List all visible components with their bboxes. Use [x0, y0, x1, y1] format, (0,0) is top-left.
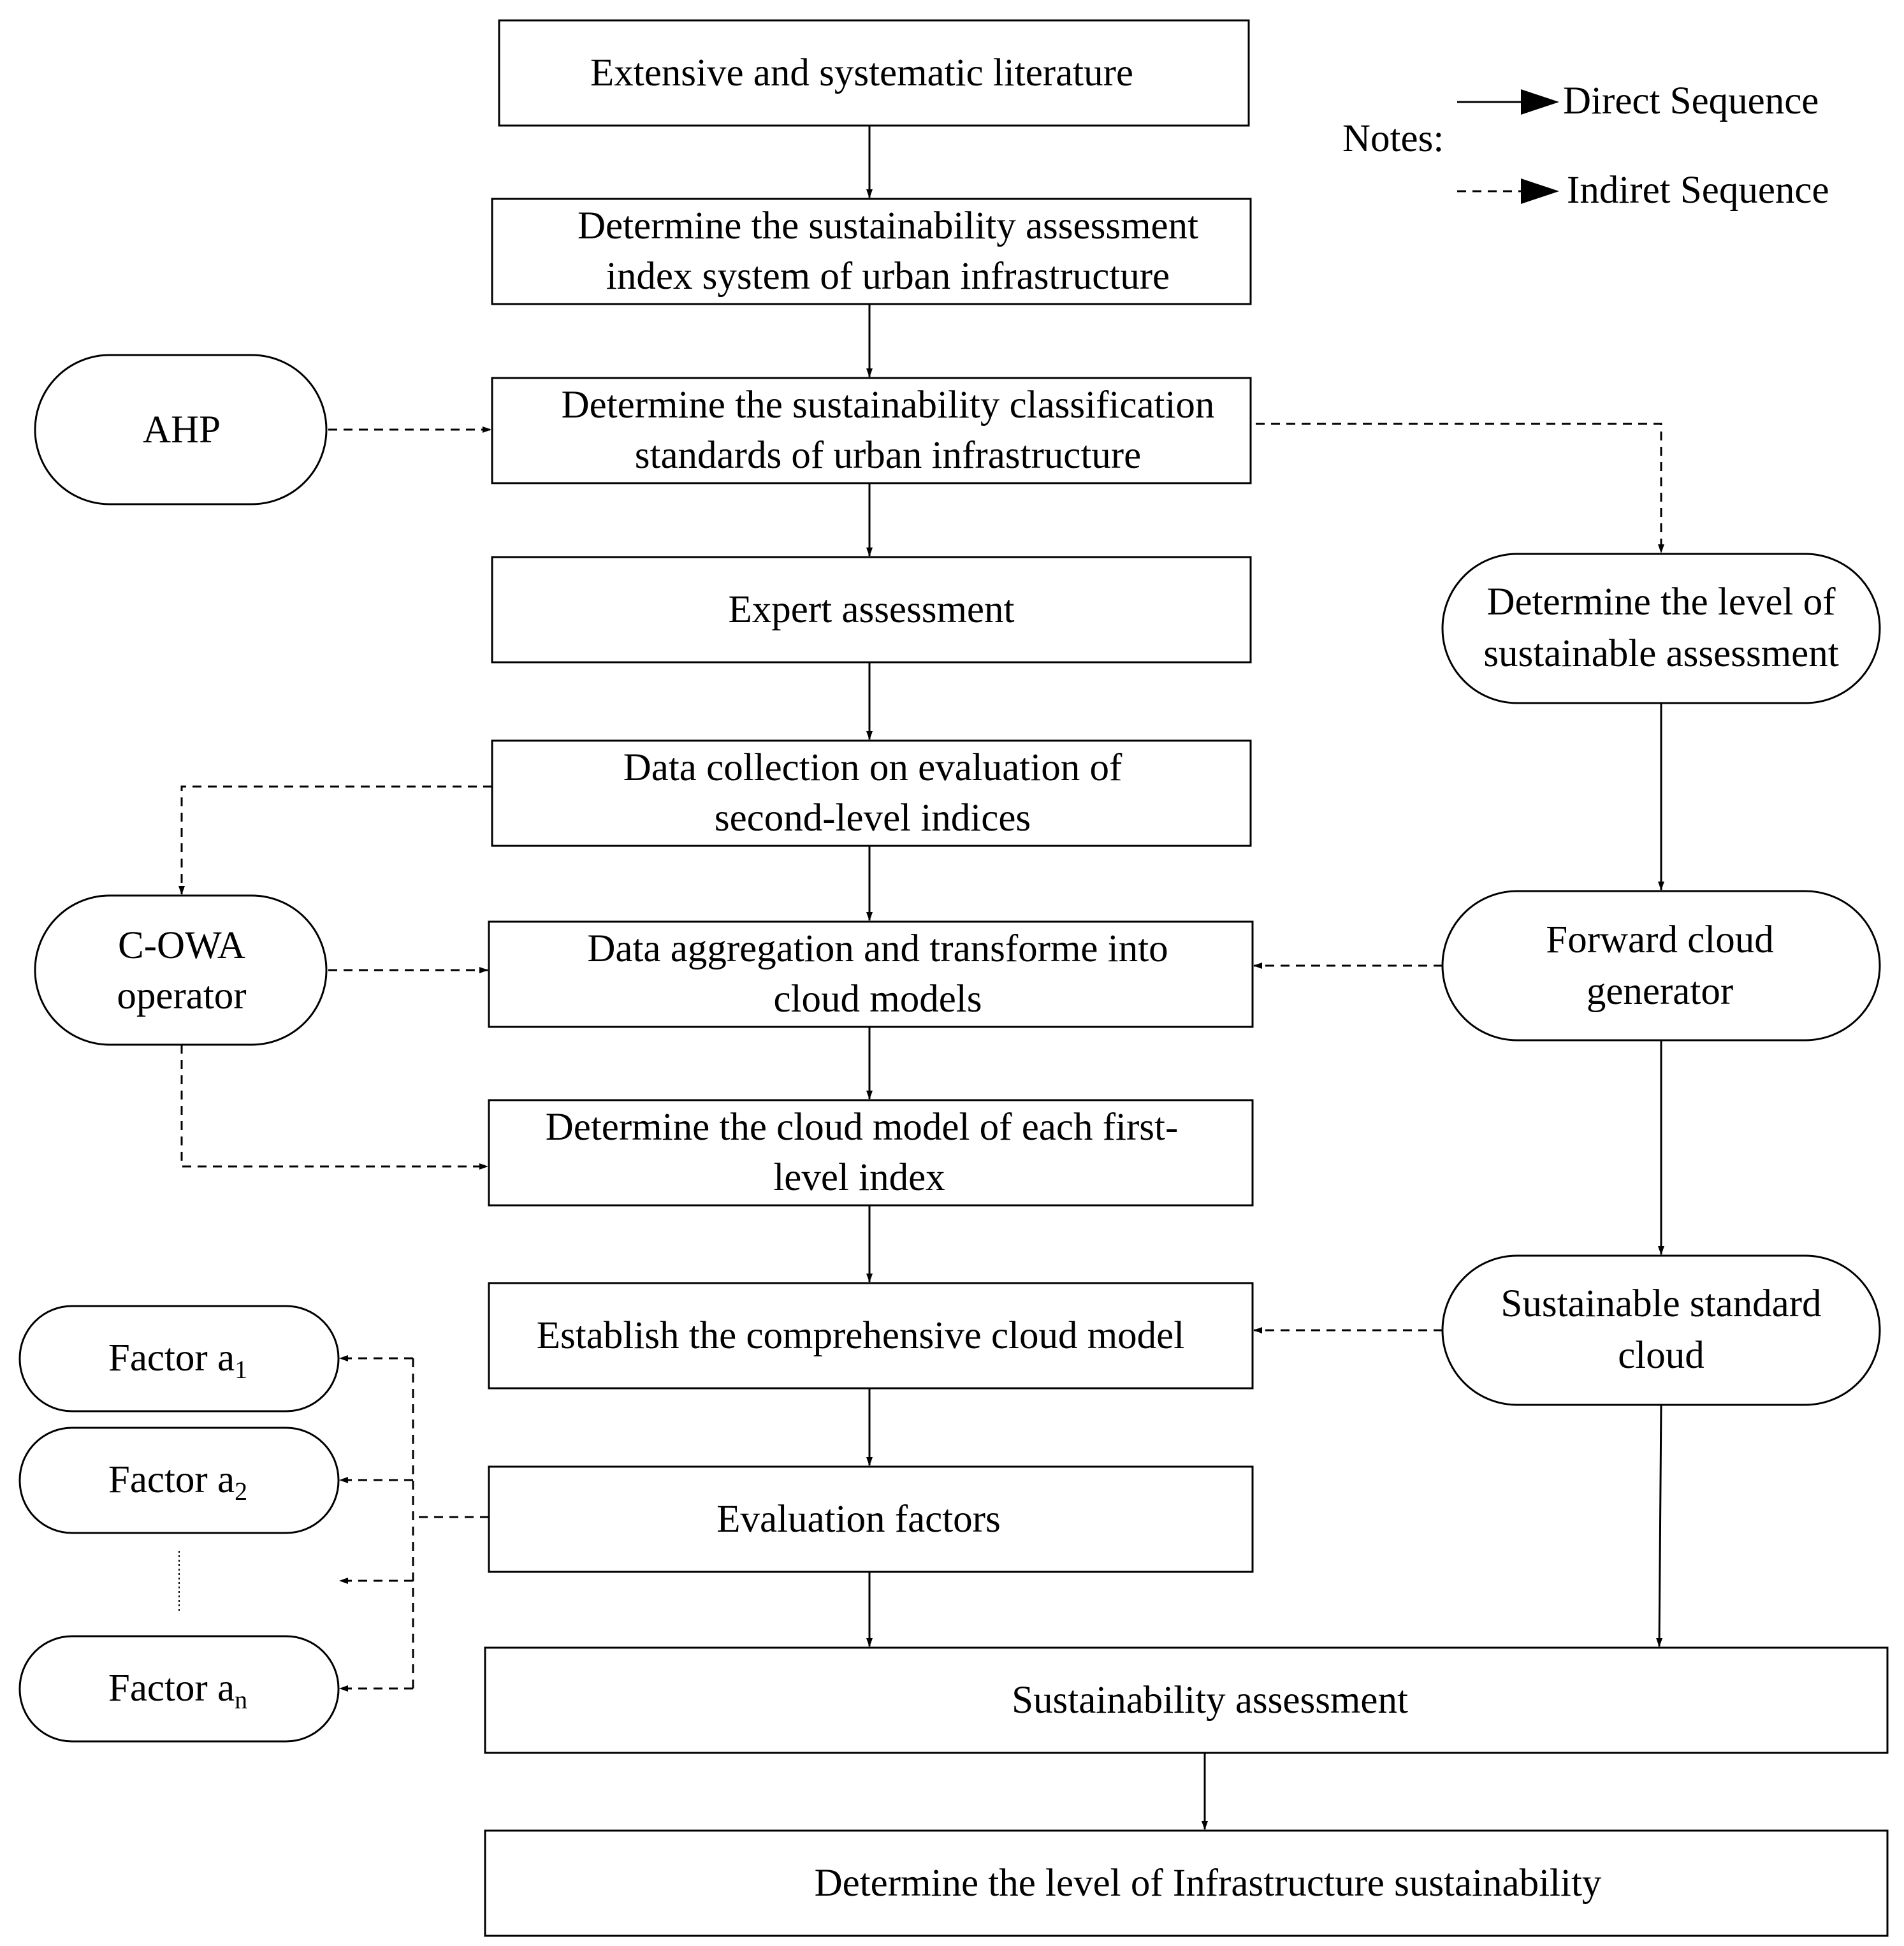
- legend: Notes: Direct Sequence Indiret Sequence: [1342, 80, 1829, 212]
- right-standard-line2: cloud: [1618, 1334, 1704, 1377]
- factor-a2-oval: Factor a2: [18, 1427, 340, 1534]
- step-aggregation-line1: Data aggregation and transforme into: [587, 927, 1168, 970]
- factor-a1-subscript: 1: [235, 1355, 247, 1384]
- step-first-level-line2: level index: [773, 1156, 945, 1199]
- method-ahp-label: AHP: [143, 409, 221, 451]
- right-forward-line1: Forward cloud: [1546, 919, 1773, 961]
- right-flow-arrows: [1656, 703, 1664, 1647]
- right-level-line2: sustainable assessment: [1483, 632, 1838, 675]
- right-forward-line2: generator: [1587, 970, 1733, 1013]
- right-level-line1: Determine the level of: [1486, 581, 1836, 623]
- step-classification-line2: standards of urban infrastructure: [635, 434, 1141, 477]
- step-expert-label: Expert assessment: [729, 588, 1015, 631]
- arrow-classification-to-level: [1256, 423, 1664, 553]
- step-assessment-box: Sustainability assessment: [484, 1646, 1889, 1754]
- legend-indirect-label: Indiret Sequence: [1567, 169, 1829, 212]
- legend-title: Notes:: [1342, 117, 1444, 160]
- arrow-data-collection-to-cowa: [178, 785, 492, 895]
- right-level-oval: Determine the level of sustainable asses…: [1441, 553, 1881, 704]
- step-data-collection-box: Data collection on evaluation of second-…: [491, 739, 1252, 847]
- factor-a1-label: Factor a1: [108, 1337, 247, 1384]
- step-aggregation-box: Data aggregation and transforme into clo…: [488, 920, 1254, 1028]
- step-first-level-line1: Determine the cloud model of each first-: [546, 1106, 1179, 1149]
- step-classification-line1: Determine the sustainability classificat…: [562, 384, 1215, 426]
- factor-a1-oval: Factor a1: [18, 1305, 340, 1412]
- step-data-collection-line1: Data collection on evaluation of: [623, 746, 1123, 789]
- right-standard-line1: Sustainable standard: [1501, 1282, 1821, 1325]
- legend-direct-label: Direct Sequence: [1563, 80, 1819, 122]
- factor-an-subscript: n: [235, 1685, 247, 1714]
- step-final-box: Determine the level of Infrastructure su…: [484, 1829, 1889, 1937]
- factor-an-oval: Factor an: [18, 1635, 340, 1743]
- step-evaluation-factors-label: Evaluation factors: [716, 1498, 1000, 1541]
- step-literature-box: Extensive and systematic literature: [498, 19, 1250, 127]
- method-ahp-oval: AHP: [34, 354, 328, 505]
- step-evaluation-factors-box: Evaluation factors: [488, 1465, 1254, 1573]
- factor-an-label: Factor an: [108, 1667, 247, 1714]
- factor-a2-prefix: Factor a: [108, 1458, 235, 1501]
- arrow-standard-to-assessment: [1656, 1404, 1663, 1647]
- step-index-system-line1: Determine the sustainability assessment: [578, 205, 1198, 247]
- arrow-cowa-to-first-level: [180, 1045, 488, 1170]
- method-cowa-line2: operator: [117, 975, 246, 1017]
- legend-direct-arrowhead: [1521, 89, 1559, 115]
- legend-indirect-arrowhead: [1521, 178, 1559, 204]
- method-cowa-oval: C-OWA operator: [34, 894, 328, 1046]
- step-comprehensive-label: Establish the comprehensive cloud model: [537, 1314, 1184, 1357]
- method-cowa-line1: C-OWA: [118, 924, 245, 967]
- step-comprehensive-box: Establish the comprehensive cloud model: [488, 1282, 1254, 1390]
- step-classification-box: Determine the sustainability classificat…: [491, 377, 1252, 484]
- step-assessment-label: Sustainability assessment: [1012, 1679, 1408, 1722]
- step-first-level-box: Determine the cloud model of each first-…: [488, 1099, 1254, 1207]
- main-flow-arrows: [866, 126, 1208, 1830]
- factor-a1-prefix: Factor a: [108, 1337, 235, 1379]
- step-expert-box: Expert assessment: [491, 556, 1252, 664]
- step-final-label: Determine the level of Infrastructure su…: [815, 1862, 1602, 1905]
- indirect-flow-arrows: [178, 423, 1664, 1692]
- right-standard-oval: Sustainable standard cloud: [1441, 1254, 1881, 1406]
- step-index-system-box: Determine the sustainability assessment …: [491, 198, 1252, 305]
- step-index-system-line2: index system of urban infrastructure: [606, 255, 1170, 298]
- factor-a2-label: Factor a2: [108, 1458, 247, 1506]
- step-data-collection-line2: second-level indices: [715, 797, 1031, 839]
- step-aggregation-line2: cloud models: [774, 978, 982, 1020]
- factor-an-prefix: Factor a: [108, 1667, 235, 1710]
- factor-a2-subscript: 2: [235, 1477, 247, 1506]
- right-forward-oval: Forward cloud generator: [1441, 890, 1881, 1042]
- step-literature-label: Extensive and systematic literature: [590, 52, 1133, 94]
